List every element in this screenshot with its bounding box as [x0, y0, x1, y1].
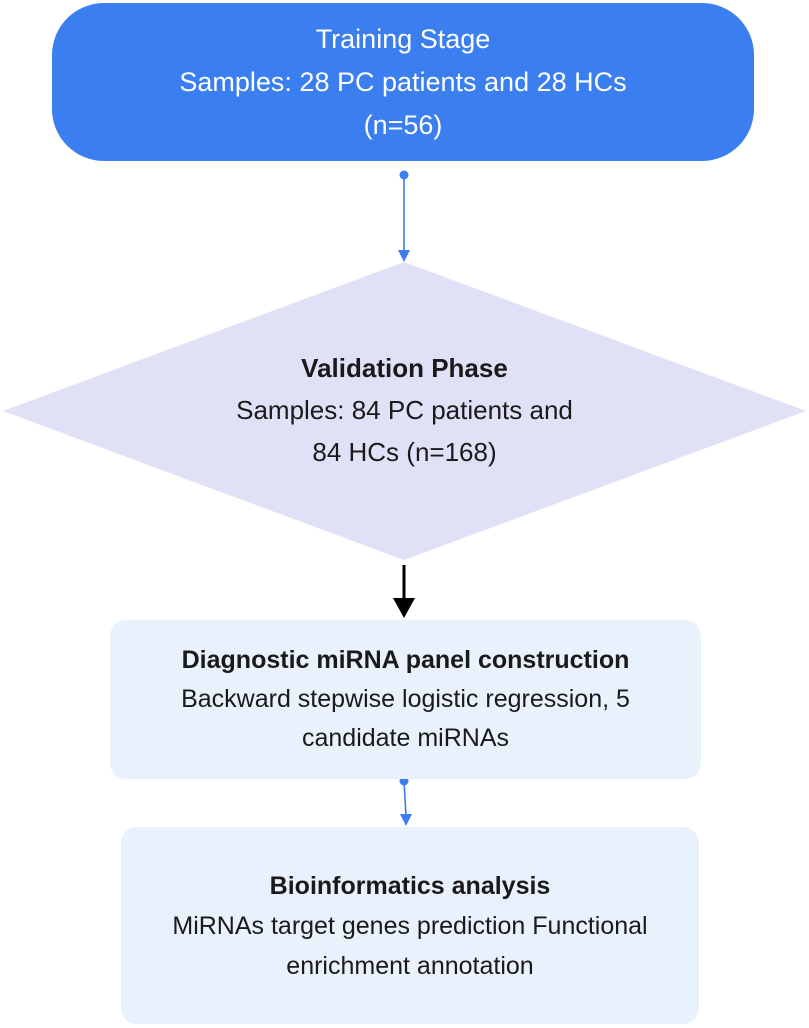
training-stage-count: (n=56) — [363, 109, 443, 140]
diagnostic-panel-node: Diagnostic miRNA panel construction Back… — [110, 620, 701, 779]
bioinformatics-title: Bioinformatics analysis — [269, 871, 551, 900]
training-stage-samples: Samples: 28 PC patients and 28 HCs — [179, 66, 627, 97]
bioinformatics-prediction: MiRNAs target genes prediction Functiona… — [172, 911, 648, 940]
diagnostic-panel-title: Diagnostic miRNA panel construction — [181, 646, 630, 674]
diagnostic-panel-candidates: candidate miRNAs — [301, 724, 510, 752]
validation-phase-title: Validation Phase — [301, 353, 508, 383]
connector-validation-to-panel — [393, 565, 415, 618]
validation-phase-count: 84 HCs (n=168) — [312, 437, 497, 467]
connector-panel-to-bioinfo — [399, 776, 412, 826]
diagnostic-panel-method: Backward stepwise logistic regression, 5 — [181, 685, 630, 713]
validation-phase-samples: Samples: 84 PC patients and — [236, 395, 573, 425]
training-stage-title: Training Stage — [315, 23, 491, 54]
connector-training-to-validation — [398, 170, 410, 262]
validation-phase-node: Validation Phase Samples: 84 PC patients… — [150, 340, 659, 480]
bioinformatics-node: Bioinformatics analysis MiRNAs target ge… — [121, 827, 699, 1024]
training-stage-node: Training Stage Samples: 28 PC patients a… — [52, 3, 754, 161]
validation-phase-diamond — [3, 262, 806, 560]
bioinformatics-annotation: enrichment annotation — [286, 951, 534, 980]
